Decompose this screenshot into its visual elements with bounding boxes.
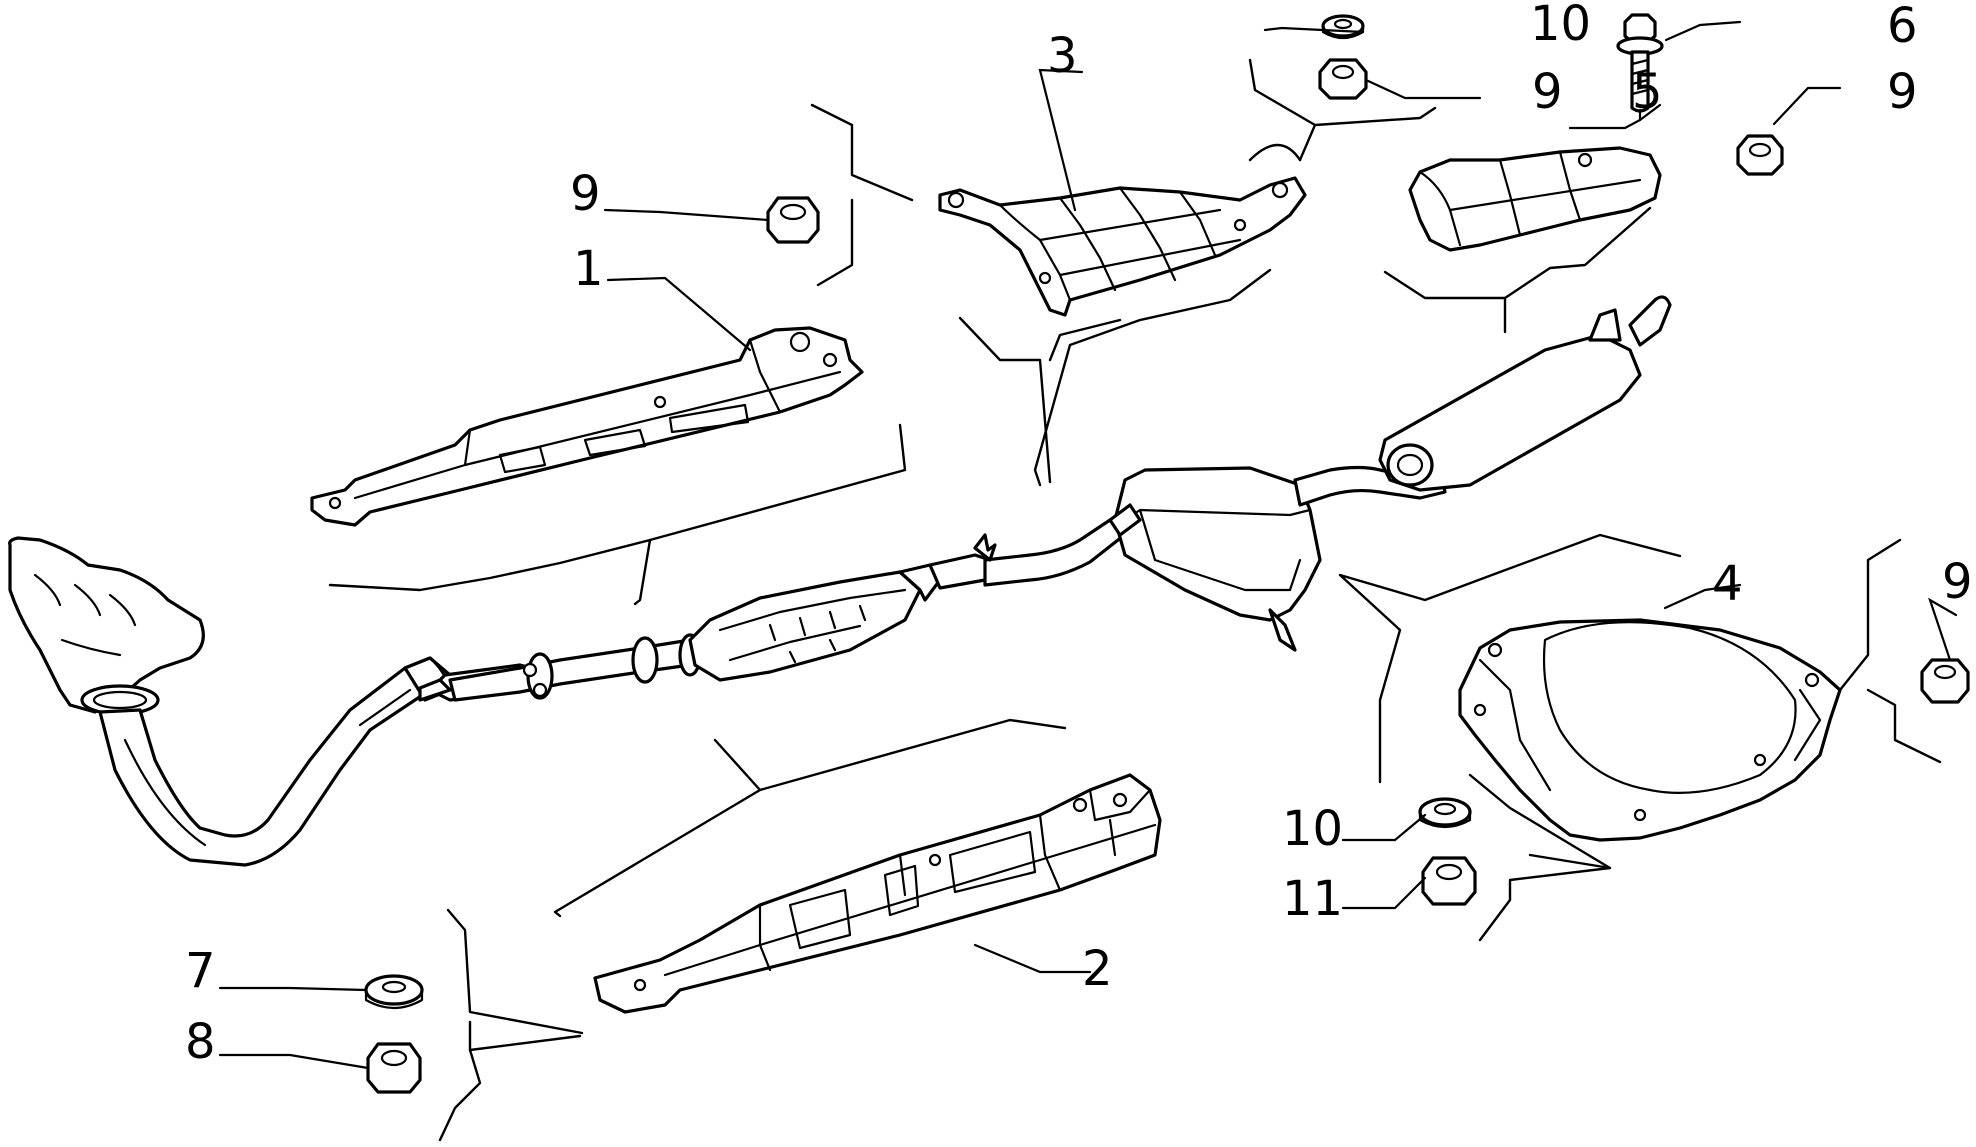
exhaust-manifold [8, 536, 205, 716]
grouping-brackets [328, 58, 1942, 1142]
flange-bolt-icon [1616, 13, 1664, 113]
callout-10-bottom: 10 [1282, 801, 1343, 857]
heat-shield-2 [593, 773, 1162, 1014]
callout-4: 4 [1712, 556, 1743, 612]
catalytic-converter [688, 553, 992, 682]
rear-muffler [1378, 295, 1672, 492]
callout-numbers: 1 2 3 4 5 6 7 8 9 9 9 9 10 10 11 [185, 0, 1973, 1070]
callout-7: 7 [185, 943, 216, 999]
washer-icon [1321, 14, 1365, 40]
heat-shield-3 [938, 176, 1307, 317]
leader-lines [218, 20, 1958, 1070]
callout-8: 8 [185, 1014, 216, 1070]
callout-11: 11 [1282, 871, 1343, 927]
callout-5: 5 [1632, 64, 1663, 120]
callout-1: 1 [573, 241, 604, 297]
hex-nut-icon [1736, 134, 1784, 176]
exhaust-system [8, 295, 1672, 867]
callout-3: 3 [1047, 28, 1078, 84]
intermediate-pipe [448, 633, 702, 702]
callout-6: 6 [1887, 0, 1918, 54]
hex-nut-icon [1318, 58, 1368, 100]
callout-9-bolt: 9 [1887, 64, 1918, 120]
hex-nut-icon [366, 1042, 422, 1094]
callout-9-top: 9 [1532, 64, 1563, 120]
heat-shield-4 [1458, 618, 1842, 842]
heat-shield-1 [310, 326, 864, 527]
hex-nut-icon [1421, 856, 1477, 906]
washer-icon [1418, 797, 1472, 829]
callout-10-top: 10 [1530, 0, 1591, 52]
hex-nut-icon [1920, 658, 1970, 704]
hex-nut-icon [766, 196, 820, 244]
washer-icon [364, 974, 424, 1010]
callout-9-left: 9 [570, 166, 601, 222]
callout-2: 2 [1082, 941, 1113, 997]
center-silencer [1108, 466, 1322, 652]
heat-shield-5 [1408, 146, 1662, 252]
callout-9-right: 9 [1942, 554, 1973, 610]
